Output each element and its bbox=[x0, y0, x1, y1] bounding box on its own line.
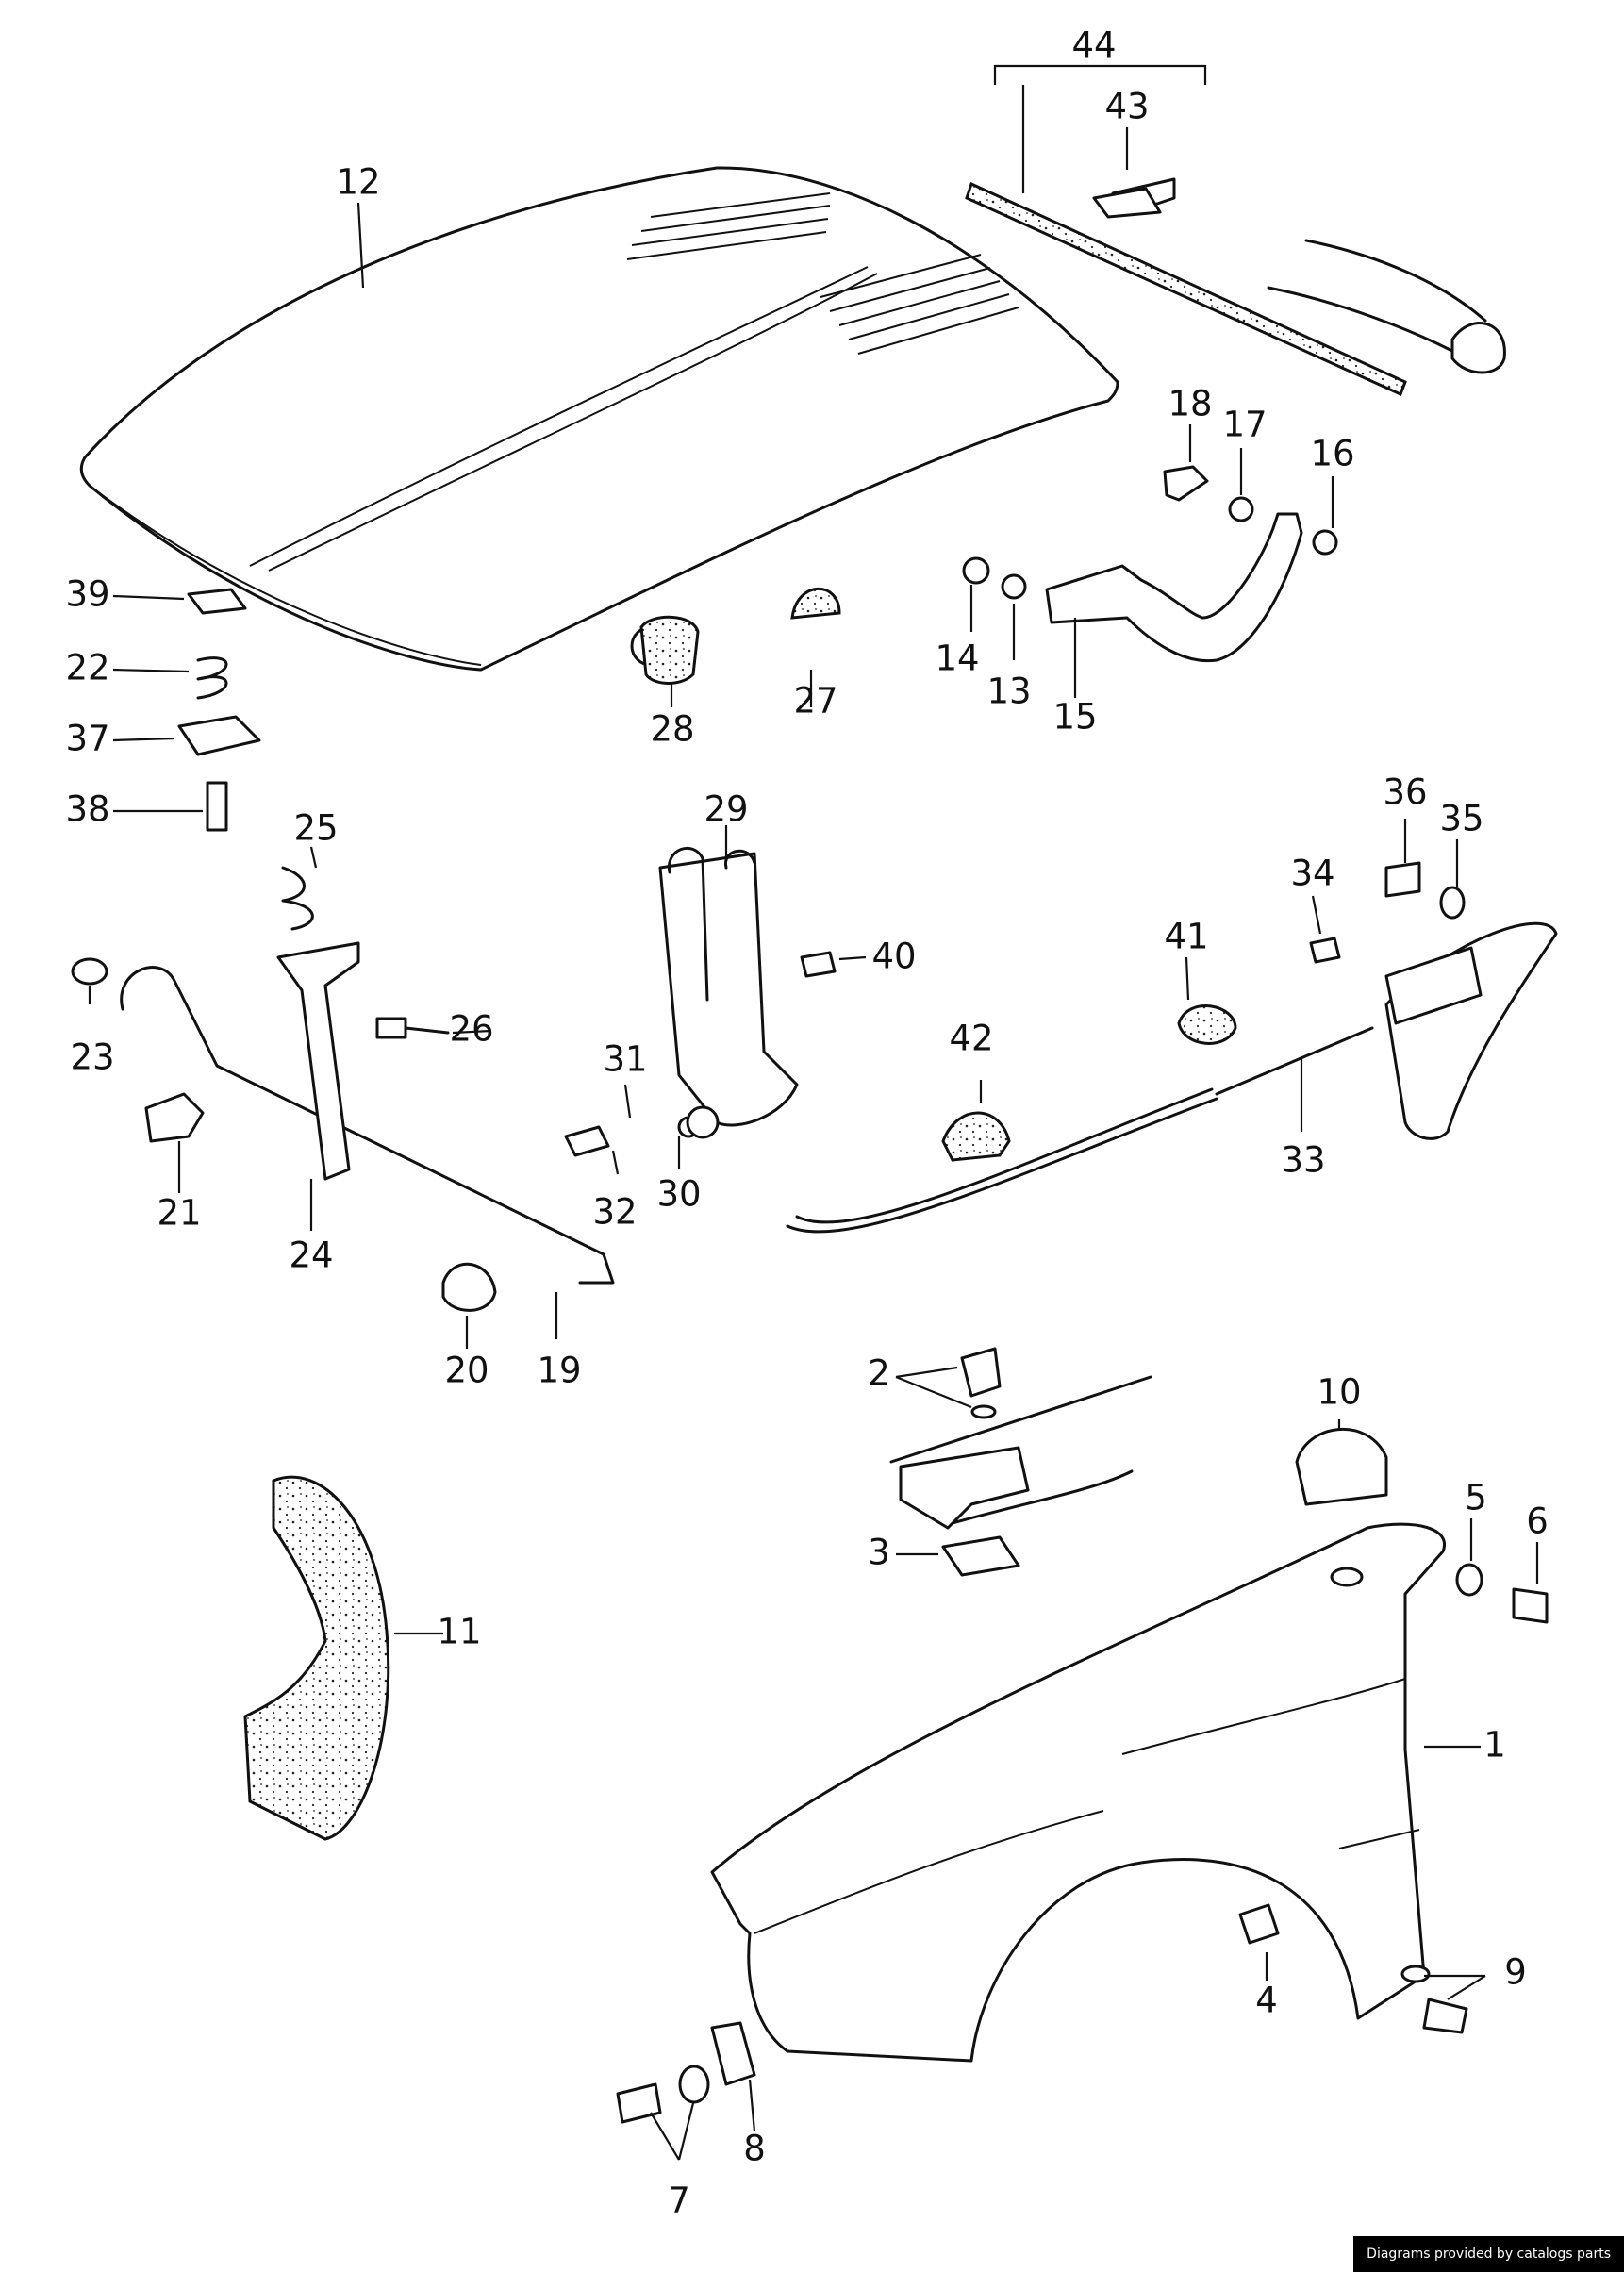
callout-22: 22 bbox=[65, 648, 109, 688]
callout-labels: 44 43 12 18 17 16 39 14 13 15 22 27 28 3… bbox=[65, 25, 1548, 2221]
callout-29: 29 bbox=[704, 789, 748, 830]
callout-20: 20 bbox=[444, 1351, 489, 1391]
callout-16: 16 bbox=[1310, 434, 1354, 474]
callout-37: 37 bbox=[65, 719, 109, 759]
callout-26: 26 bbox=[449, 1009, 493, 1050]
hood-part bbox=[79, 166, 1119, 672]
callout-33: 33 bbox=[1281, 1140, 1325, 1181]
callout-41: 41 bbox=[1164, 917, 1208, 957]
callout-18: 18 bbox=[1168, 384, 1212, 424]
callout-44: 44 bbox=[1071, 25, 1116, 66]
hood-hinge-parts bbox=[962, 465, 1338, 663]
callout-10: 10 bbox=[1317, 1372, 1361, 1413]
callout-38: 38 bbox=[65, 789, 109, 830]
callout-35: 35 bbox=[1439, 799, 1483, 839]
callout-34: 34 bbox=[1290, 854, 1334, 894]
callout-23: 23 bbox=[70, 1037, 114, 1078]
callout-25: 25 bbox=[293, 808, 338, 849]
callout-12: 12 bbox=[336, 162, 380, 203]
callout-43: 43 bbox=[1104, 87, 1149, 127]
bump-stop-parts bbox=[177, 587, 841, 832]
callout-1: 1 bbox=[1483, 1725, 1506, 1766]
diagram-credit: Diagrams provided by catalogs parts bbox=[1353, 2236, 1624, 2272]
callout-13: 13 bbox=[986, 672, 1031, 712]
hood-latch-parts bbox=[564, 846, 837, 1157]
callout-8: 8 bbox=[743, 2129, 766, 2169]
callout-9: 9 bbox=[1504, 1952, 1527, 1993]
callout-15: 15 bbox=[1052, 697, 1097, 738]
callout-27: 27 bbox=[793, 681, 837, 721]
callout-36: 36 bbox=[1383, 772, 1427, 813]
callout-17: 17 bbox=[1222, 405, 1267, 445]
callout-21: 21 bbox=[157, 1193, 201, 1234]
fender-bracket-parts bbox=[889, 1347, 1388, 1577]
callout-39: 39 bbox=[65, 574, 109, 615]
callout-7: 7 bbox=[668, 2181, 690, 2221]
callout-19: 19 bbox=[537, 1351, 581, 1391]
callout-6: 6 bbox=[1526, 1501, 1549, 1542]
callout-28: 28 bbox=[650, 709, 694, 750]
callout-42: 42 bbox=[949, 1019, 993, 1059]
callout-2: 2 bbox=[868, 1353, 890, 1394]
callout-11: 11 bbox=[437, 1612, 481, 1652]
callout-14: 14 bbox=[935, 638, 979, 679]
leader-lines bbox=[88, 64, 1539, 2161]
release-cable-parts bbox=[786, 861, 1558, 1234]
front-fender bbox=[710, 1522, 1447, 2063]
callout-5: 5 bbox=[1465, 1478, 1487, 1518]
wheel-housing-liner bbox=[243, 1475, 390, 1841]
callout-32: 32 bbox=[592, 1192, 637, 1233]
callout-31: 31 bbox=[603, 1039, 647, 1080]
fender-hardware bbox=[616, 1563, 1549, 2124]
callout-3: 3 bbox=[868, 1533, 890, 1573]
weatherstrip-part bbox=[965, 177, 1506, 397]
hood-prop-parts bbox=[71, 866, 615, 1312]
callout-4: 4 bbox=[1255, 1981, 1278, 2021]
callout-24: 24 bbox=[289, 1236, 333, 1276]
callout-30: 30 bbox=[656, 1174, 701, 1215]
callout-40: 40 bbox=[871, 937, 916, 977]
